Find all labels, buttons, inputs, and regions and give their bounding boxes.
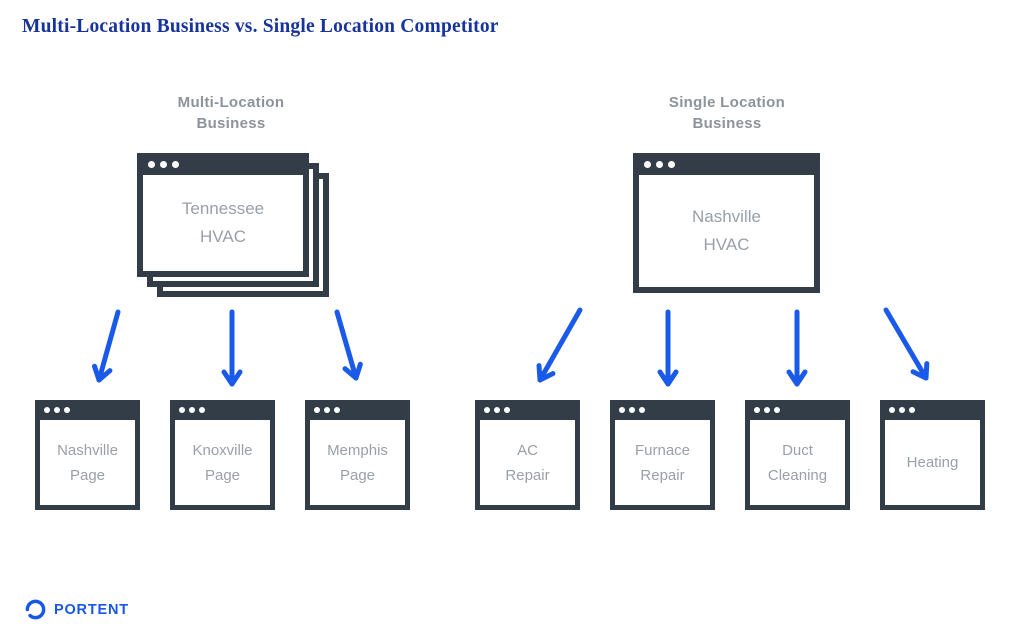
window-label-line: Knoxville — [192, 441, 253, 459]
window-label: Memphis Page — [327, 438, 388, 488]
window-dot-icon — [54, 407, 60, 413]
window-label-line: Furnace — [634, 441, 691, 459]
window-titlebar — [475, 400, 580, 420]
window-body: Memphis Page — [310, 420, 405, 505]
window-dot-icon — [909, 407, 915, 413]
window-dot-icon — [764, 407, 770, 413]
window-dot-icon — [172, 160, 179, 168]
window-label: Knoxville Page — [192, 438, 252, 488]
portent-logo-icon — [25, 599, 46, 620]
browser-window-knoxville-page: Knoxville Page — [170, 400, 275, 510]
window-body: Knoxville Page — [175, 420, 270, 505]
window-label: Duct Cleaning — [768, 438, 827, 488]
window-body: Tennessee HVAC — [143, 175, 303, 271]
window-body: Heating — [885, 420, 980, 505]
window-label-line: HVAC — [703, 235, 750, 254]
window-label-line: Duct — [782, 441, 813, 459]
window-dot-icon — [160, 160, 167, 168]
window-dot-icon — [644, 160, 651, 168]
browser-window-heating: Heating — [880, 400, 985, 510]
window-label: Nashville HVAC — [692, 203, 761, 259]
window-titlebar — [745, 400, 850, 420]
window-label: Heating — [907, 450, 959, 475]
arrow-to-memphis-page — [334, 309, 363, 381]
window-titlebar — [305, 400, 410, 420]
window-label-line: Repair — [640, 466, 685, 484]
window-dot-icon — [324, 407, 330, 413]
header-line: Business — [692, 115, 762, 132]
window-dot-icon — [44, 407, 50, 413]
window-body: Nashville Page — [40, 420, 135, 505]
window-dot-icon — [314, 407, 320, 413]
window-dot-icon — [179, 407, 185, 413]
header-line: Multi-Location — [177, 94, 285, 111]
window-label-line: Memphis — [327, 441, 388, 459]
window-dot-icon — [899, 407, 905, 413]
single-location-header: Single Location Business — [617, 92, 837, 134]
window-dot-icon — [668, 160, 675, 168]
portent-logo-text: PORTENT — [54, 601, 129, 618]
window-label-line: Cleaning — [767, 466, 828, 484]
window-body: AC Repair — [480, 420, 575, 505]
window-body: Furnace Repair — [615, 420, 710, 505]
window-dot-icon — [629, 407, 635, 413]
window-label-line: Page — [69, 466, 106, 484]
window-body: Nashville HVAC — [639, 175, 814, 287]
window-dot-icon — [619, 407, 625, 413]
window-dot-icon — [656, 160, 663, 168]
window-dot-icon — [334, 407, 340, 413]
window-dot-icon — [774, 407, 780, 413]
window-body: Duct Cleaning — [750, 420, 845, 505]
window-label: Furnace Repair — [635, 438, 690, 488]
window-label-line: HVAC — [200, 227, 246, 246]
arrow-to-nashville-page — [92, 309, 121, 383]
browser-window-nashville-page: Nashville Page — [35, 400, 140, 510]
browser-window-furnace-repair: Furnace Repair — [610, 400, 715, 510]
window-label-line: AC — [517, 441, 538, 459]
portent-logo: PORTENT — [24, 598, 129, 621]
window-dot-icon — [494, 407, 500, 413]
browser-window-duct-cleaning: Duct Cleaning — [745, 400, 850, 510]
window-titlebar — [633, 153, 820, 175]
window-dot-icon — [199, 407, 205, 413]
window-label: Nashville Page — [57, 438, 118, 488]
window-titlebar — [137, 153, 309, 175]
window-dot-icon — [889, 407, 895, 413]
window-dot-icon — [754, 407, 760, 413]
window-dot-icon — [64, 407, 70, 413]
window-dot-icon — [484, 407, 490, 413]
window-dot-icon — [148, 160, 155, 168]
window-dot-icon — [639, 407, 645, 413]
window-label-line: Repair — [505, 466, 550, 484]
browser-window-tennessee-hvac: Tennessee HVAC — [137, 153, 309, 277]
window-label-line: Heating — [906, 454, 959, 471]
window-titlebar — [610, 400, 715, 420]
window-label-line: Nashville — [692, 207, 761, 226]
window-label-line: Page — [339, 466, 376, 484]
browser-window-memphis-page: Memphis Page — [305, 400, 410, 510]
window-titlebar — [170, 400, 275, 420]
window-label: AC Repair — [505, 438, 549, 488]
window-dot-icon — [504, 407, 510, 413]
window-dot-icon — [189, 407, 195, 413]
header-line: Single Location — [668, 94, 786, 111]
page-title: Multi-Location Business vs. Single Locat… — [22, 16, 499, 37]
window-label-line: Nashville — [57, 441, 118, 459]
multi-location-header: Multi-Location Business — [121, 92, 341, 134]
window-label: Tennessee HVAC — [182, 195, 264, 251]
browser-window-nashville-hvac: Nashville HVAC — [633, 153, 820, 293]
header-line: Business — [196, 115, 266, 132]
arrow-to-heating — [883, 307, 930, 381]
window-titlebar — [35, 400, 140, 420]
browser-window-ac-repair: AC Repair — [475, 400, 580, 510]
window-label-line: Tennessee — [181, 199, 265, 218]
window-titlebar — [880, 400, 985, 420]
window-label-line: Page — [204, 466, 241, 484]
arrow-to-ac-repair — [536, 307, 583, 383]
